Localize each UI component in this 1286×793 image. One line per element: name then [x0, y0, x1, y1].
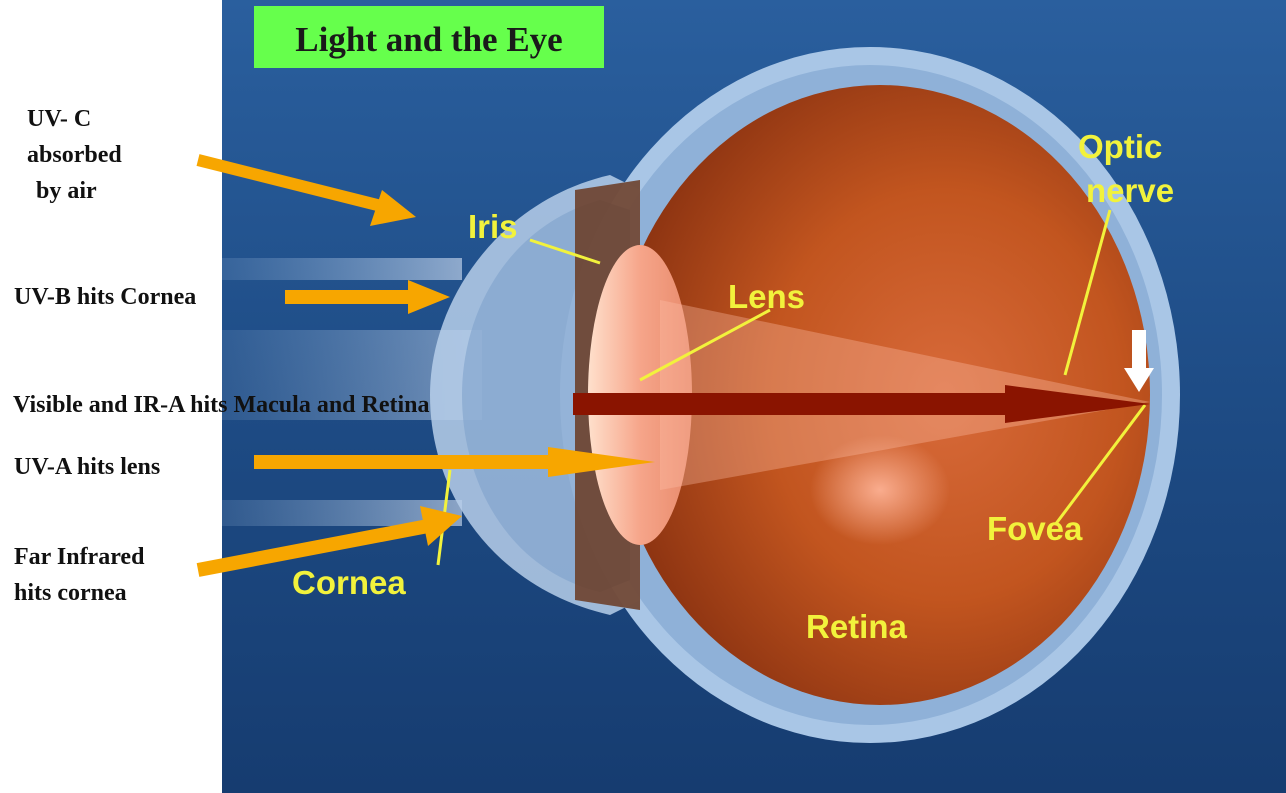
lens-label: Lens: [728, 278, 805, 315]
uvc-label-line1: UV- C: [27, 106, 91, 132]
fovea-label: Fovea: [987, 510, 1083, 547]
uva-label: UV-A hits lens: [14, 454, 160, 480]
uvc-label-line2: absorbed: [27, 142, 122, 168]
cornea-label: Cornea: [292, 564, 406, 601]
visible-label: Visible and IR-A hits Macula and Retina: [13, 392, 430, 418]
uvc-label-line3: by air: [36, 178, 97, 204]
iris-label: Iris: [468, 208, 518, 245]
far-ir-label-line1: Far Infrared: [14, 544, 145, 570]
optic-nerve-label-line1: Optic: [1078, 128, 1162, 165]
far-ir-label-line2: hits cornea: [14, 580, 127, 606]
retina-label: Retina: [806, 608, 908, 645]
uvb-label: UV-B hits Cornea: [14, 284, 196, 310]
page-title: Light and the Eye: [295, 20, 562, 59]
optic-nerve-label-line2: nerve: [1086, 172, 1174, 209]
